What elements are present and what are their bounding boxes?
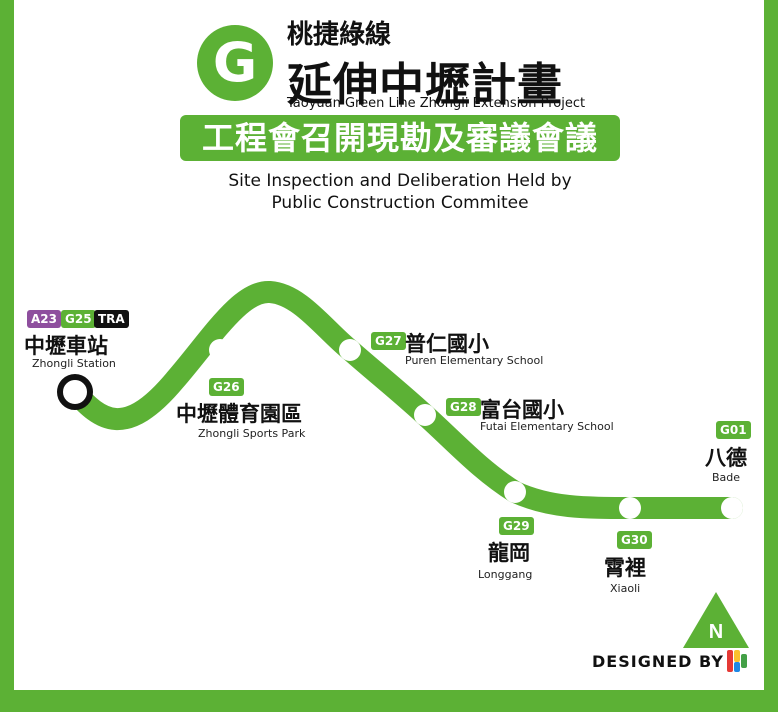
station-marker-g01 xyxy=(721,497,743,519)
frame-bottom xyxy=(0,690,778,712)
designer-logo-icon xyxy=(727,650,747,672)
station-name-en-g26: Zhongli Sports Park xyxy=(198,427,306,440)
title-english: Taoyuan Green Line Zhongli Extension Pro… xyxy=(287,96,586,111)
north-label: N xyxy=(709,621,723,643)
title-big: 延伸中壢計畫 xyxy=(287,58,564,111)
station-marker-zhongli xyxy=(57,374,93,410)
green-line-logo: G xyxy=(197,25,273,101)
station-name-en-g29: Longgang xyxy=(478,568,533,581)
station-marker-g26 xyxy=(209,339,231,361)
subtitle-line-2: Public Construction Commitee xyxy=(271,193,529,213)
station-marker-g27 xyxy=(339,339,361,361)
station-name-g29: 龍岡 xyxy=(488,541,530,565)
station-marker-g30 xyxy=(619,497,641,519)
station-name-en-g30: Xiaoli xyxy=(610,582,641,595)
code-badge-g29: G29 xyxy=(499,517,534,535)
subtitle-line-1: Site Inspection and Deliberation Held by xyxy=(228,171,572,191)
north-arrow-icon: N xyxy=(683,592,749,648)
station-name-zhongli: 中壢車站 xyxy=(24,334,108,358)
code-badge-g26: G26 xyxy=(209,378,244,396)
station-name-g30: 霄裡 xyxy=(604,556,646,580)
station-name-g26: 中壢體育園區 xyxy=(176,402,302,426)
designed-by-text: DESIGNED BY xyxy=(592,652,724,671)
code-badge-g27: G27 xyxy=(371,332,406,350)
subtitle: Site Inspection and Deliberation Held by… xyxy=(160,170,640,214)
station-name-en-g01: Bade xyxy=(712,471,741,484)
code-badge-g25: G25 xyxy=(61,310,96,328)
station-name-g01: 八德 xyxy=(705,446,747,470)
station-name-en-g28: Futai Elementary School xyxy=(480,420,614,433)
station-marker-g29 xyxy=(504,481,526,503)
code-badge-g30: G30 xyxy=(617,531,652,549)
banner: 工程會召開現勘及審議會議 xyxy=(180,115,620,161)
code-badge-tra: TRA xyxy=(94,310,129,328)
station-name-g28: 富台國小 xyxy=(480,398,564,422)
code-badge-a23: A23 xyxy=(27,310,61,328)
code-badge-g28: G28 xyxy=(446,398,481,416)
title-small: 桃捷綠線 xyxy=(287,20,392,50)
station-marker-g28 xyxy=(414,404,436,426)
route-line xyxy=(64,281,743,519)
frame-left xyxy=(0,0,14,712)
frame-right xyxy=(764,0,778,712)
station-name-g27: 普仁國小 xyxy=(405,332,489,356)
code-badge-g01: G01 xyxy=(716,421,751,439)
station-name-en-g27: Puren Elementary School xyxy=(405,354,544,367)
station-name-en-zhongli: Zhongli Station xyxy=(32,357,116,370)
